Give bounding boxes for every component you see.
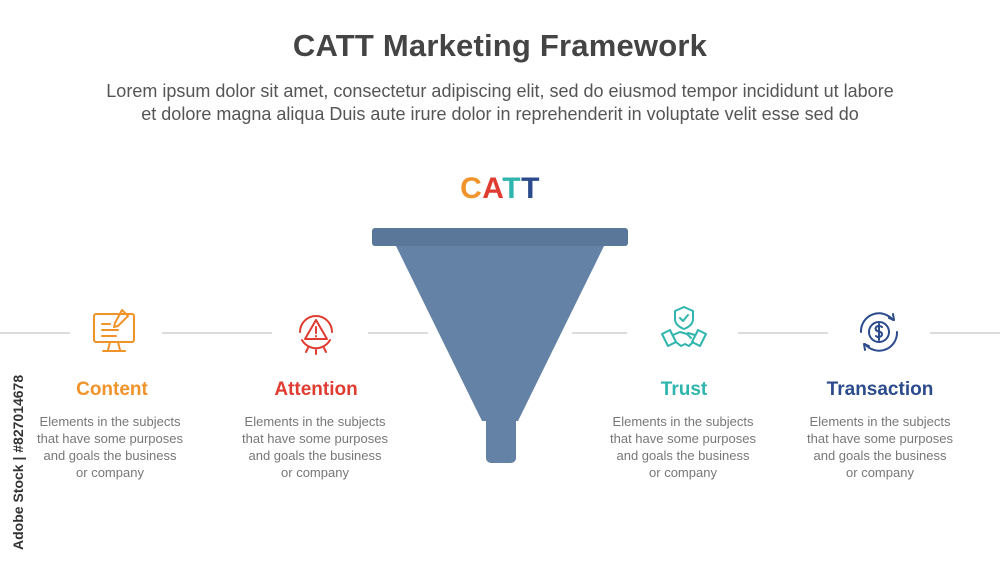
connector-line-left-1 bbox=[0, 332, 70, 334]
funnel-rim bbox=[372, 228, 628, 246]
desc-line: and goals the business bbox=[616, 448, 750, 463]
warning-alert-icon bbox=[299, 315, 333, 355]
desc-line: that have some purposes bbox=[37, 431, 183, 446]
connector-line-right-1 bbox=[572, 332, 627, 334]
computer-monitor-icon bbox=[93, 309, 135, 352]
subtitle-line-2: et dolore magna aliqua Duis aute irure d… bbox=[141, 104, 859, 124]
subtitle-line-1: Lorem ipsum dolor sit amet, consectetur … bbox=[106, 81, 894, 101]
step-label-trust: Trust bbox=[660, 379, 708, 400]
step-desc-content: Elements in the subjects that have some … bbox=[25, 413, 195, 481]
desc-line: that have some purposes bbox=[610, 431, 756, 446]
desc-line: that have some purposes bbox=[807, 431, 953, 446]
connector-line-left-3 bbox=[368, 332, 428, 334]
step-label-content: Content bbox=[76, 379, 148, 400]
step-desc-trust: Elements in the subjects that have some … bbox=[598, 413, 768, 481]
step-label-attention: Attention bbox=[274, 379, 358, 400]
connector-line-right-3 bbox=[930, 332, 1000, 334]
page-title: CATT Marketing Framework bbox=[292, 28, 708, 63]
desc-line: and goals the business bbox=[248, 448, 382, 463]
catt-logo-word: CATT bbox=[400, 172, 600, 206]
handshake-shield-icon bbox=[661, 306, 707, 347]
desc-line: that have some purposes bbox=[242, 431, 388, 446]
logo-letter-t1: T bbox=[502, 172, 522, 205]
logo-letter-c: C bbox=[460, 172, 483, 205]
logo-letter-a: A bbox=[482, 172, 503, 205]
funnel-graphic bbox=[372, 228, 628, 463]
desc-line: Elements in the subjects bbox=[809, 414, 951, 429]
desc-line: Elements in the subjects bbox=[244, 414, 386, 429]
desc-line: or company bbox=[76, 465, 144, 480]
desc-line: and goals the business bbox=[813, 448, 947, 463]
funnel-body bbox=[396, 246, 604, 421]
desc-line: or company bbox=[281, 465, 349, 480]
desc-line: and goals the business bbox=[43, 448, 177, 463]
step-desc-transaction: Elements in the subjects that have some … bbox=[795, 413, 965, 481]
dollar-coin-cycle-icon bbox=[859, 312, 899, 352]
desc-line: Elements in the subjects bbox=[39, 414, 181, 429]
desc-line: Elements in the subjects bbox=[612, 414, 754, 429]
step-label-transaction: Transaction bbox=[826, 379, 934, 400]
connector-line-left-2 bbox=[162, 332, 272, 334]
connector-line-right-2 bbox=[738, 332, 828, 334]
step-desc-attention: Elements in the subjects that have some … bbox=[230, 413, 400, 481]
logo-letter-t2: T bbox=[521, 172, 540, 205]
page-subtitle: Lorem ipsum dolor sit amet, consectetur … bbox=[40, 80, 960, 126]
stock-watermark-side-text: Adobe Stock | #827014678 bbox=[10, 374, 26, 550]
desc-line: or company bbox=[846, 465, 914, 480]
desc-line: or company bbox=[649, 465, 717, 480]
funnel-spout bbox=[486, 406, 516, 463]
